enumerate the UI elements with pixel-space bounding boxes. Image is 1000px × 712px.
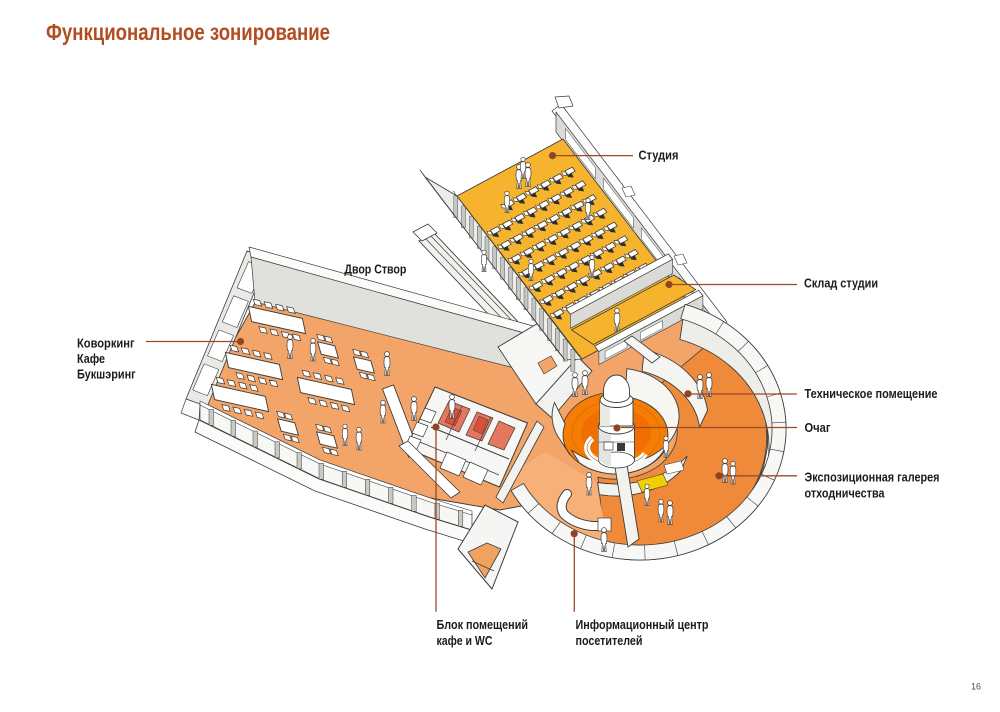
svg-text:Очаг: Очаг	[805, 420, 831, 435]
svg-text:Коворкинг: Коворкинг	[77, 336, 135, 351]
svg-text:16: 16	[971, 682, 981, 692]
svg-text:Букшэринг: Букшэринг	[77, 367, 136, 382]
svg-text:Информационный центр: Информационный центр	[576, 617, 709, 632]
svg-text:посетителей: посетителей	[576, 633, 643, 648]
svg-text:отходничества: отходничества	[805, 486, 886, 501]
svg-text:Экспозиционная галерея: Экспозиционная галерея	[805, 470, 940, 485]
svg-text:кафе и WC: кафе и WC	[437, 633, 493, 648]
svg-text:Студия: Студия	[639, 148, 679, 163]
svg-text:Склад студии: Склад студии	[804, 276, 878, 291]
svg-text:Функциональное зонирование: Функциональное зонирование	[46, 19, 330, 45]
svg-text:Кафе: Кафе	[77, 351, 105, 366]
svg-text:Двор Створ: Двор Створ	[344, 262, 406, 277]
svg-text:Блок помещений: Блок помещений	[437, 617, 529, 632]
svg-text:Техническое помещение: Техническое помещение	[805, 386, 938, 401]
